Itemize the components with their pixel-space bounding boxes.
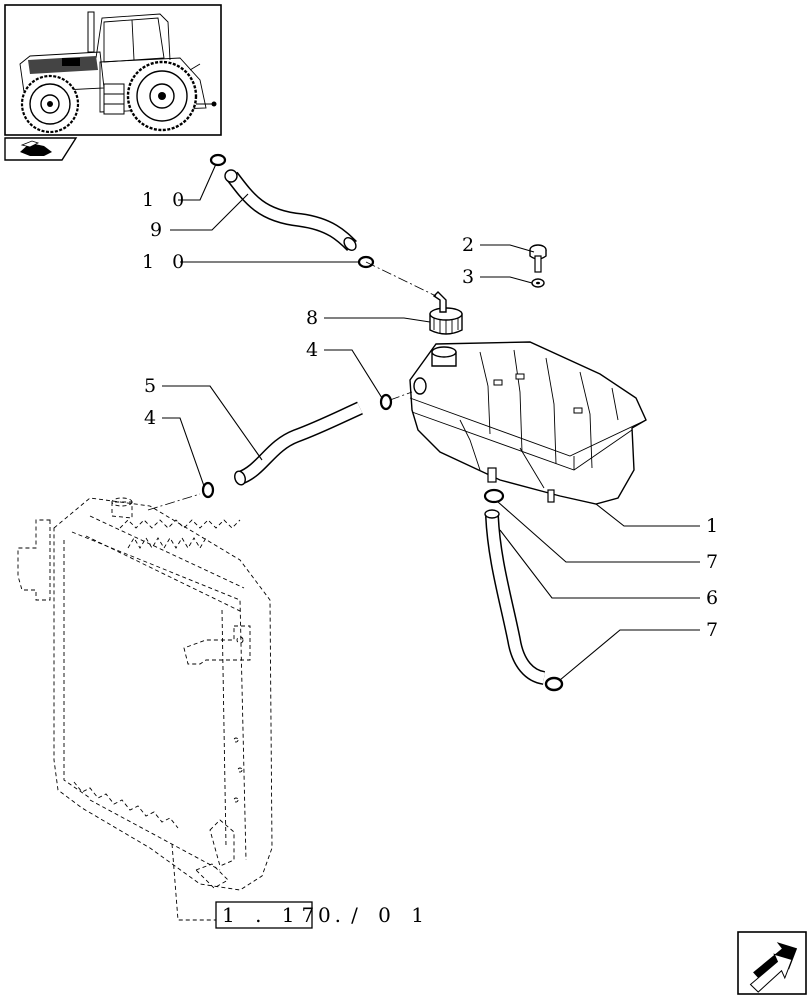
filler-cap xyxy=(429,291,463,335)
radiator-assembly xyxy=(17,497,273,921)
callout-4-tank: 4 xyxy=(306,339,324,361)
callout-1: 1 xyxy=(706,515,724,537)
leader-lines xyxy=(162,163,700,681)
section-book-icon xyxy=(4,137,78,161)
callout-5: 5 xyxy=(144,375,162,397)
callout-10-upper: 1 0 xyxy=(142,189,190,211)
clamp-tank-outlet xyxy=(483,488,505,504)
upper-hose xyxy=(224,169,357,251)
bolt xyxy=(529,244,547,273)
clamp-hose-radiator xyxy=(201,481,215,499)
expansion-tank xyxy=(409,341,647,505)
tractor-thumbnail xyxy=(4,4,222,136)
callout-6: 6 xyxy=(706,587,724,609)
cross-reference[interactable]: 1 . 17 . 0 / 0 1 xyxy=(215,901,431,929)
callout-10-lower: 1 0 xyxy=(142,251,190,273)
callout-8: 8 xyxy=(306,307,324,329)
callout-2: 2 xyxy=(462,234,480,256)
next-page-arrow-icon[interactable] xyxy=(737,931,807,995)
lower-hose xyxy=(484,509,546,685)
callout-9: 9 xyxy=(150,219,168,241)
reference-boxed-part: 1 . 17 . xyxy=(222,903,348,927)
assembly-axes xyxy=(147,261,437,511)
clamp-upper xyxy=(209,153,227,167)
callout-labels: 1 0 9 1 0 2 3 8 4 5 4 1 7 6 7 xyxy=(142,189,724,641)
callout-7-lower: 7 xyxy=(706,619,724,641)
reference-suffix: 0 / 0 1 xyxy=(318,903,431,927)
callout-7-upper: 7 xyxy=(706,551,724,573)
clamp-lower-hose xyxy=(544,676,564,692)
radiator-hose xyxy=(234,401,363,486)
callout-4-radiator: 4 xyxy=(144,407,162,429)
clamp-hose-tank xyxy=(379,393,393,411)
washer xyxy=(531,278,545,288)
callout-3: 3 xyxy=(462,266,480,288)
